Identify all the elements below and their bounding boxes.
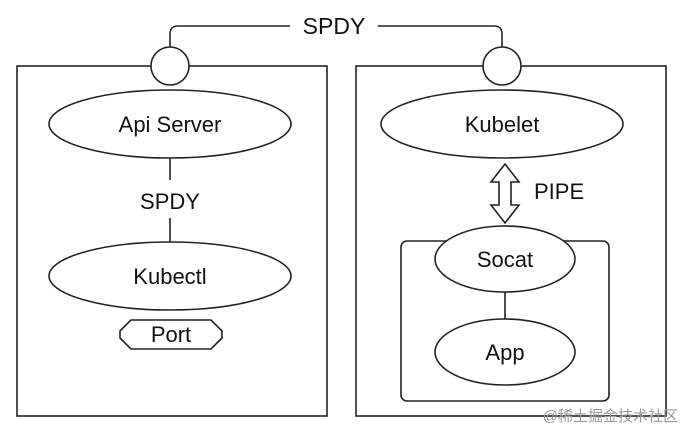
right-node-port-circle — [482, 46, 522, 86]
socat-label: Socat — [477, 247, 533, 272]
kubelet-label: Kubelet — [465, 112, 540, 137]
pipe-label: PIPE — [534, 179, 584, 204]
left-node-port-circle — [150, 46, 190, 86]
kubelet-ellipse — [380, 89, 624, 159]
watermark-text: @稀土掘金技术社区 — [543, 408, 678, 425]
top-spdy-connector — [169, 25, 503, 50]
app-ellipse — [434, 318, 576, 386]
port-label: Port — [151, 322, 191, 347]
kubectl-label: Kubectl — [133, 264, 206, 289]
pipe-double-arrow — [489, 162, 521, 225]
top-spdy-label: SPDY — [303, 13, 366, 39]
api-server-label: Api Server — [119, 112, 222, 137]
spdy-link-label: SPDY — [140, 189, 200, 214]
port-octagon — [119, 319, 223, 350]
app-label: App — [485, 340, 524, 365]
kubectl-ellipse — [48, 241, 292, 311]
